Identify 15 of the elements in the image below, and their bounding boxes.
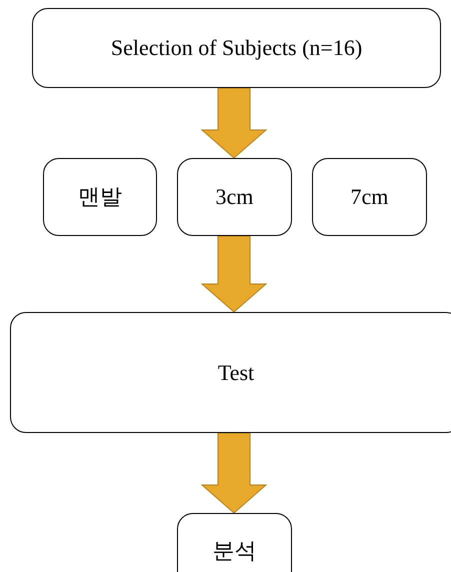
- block-arrow: [200, 236, 268, 313]
- box-label: 맨발: [78, 183, 122, 211]
- process-box: [312, 158, 427, 236]
- process-box: [177, 513, 292, 572]
- box-label: 3cm: [216, 184, 254, 210]
- block-arrow: [200, 88, 268, 159]
- box-label: Test: [218, 360, 254, 386]
- process-box: [43, 158, 157, 236]
- process-box: [10, 312, 451, 433]
- box-label: 분석: [212, 536, 256, 564]
- process-box: [177, 158, 292, 236]
- block-arrow: [200, 432, 268, 514]
- box-label: Selection of Subjects (n=16): [110, 35, 362, 61]
- box-label: 7cm: [350, 184, 388, 210]
- process-box: [32, 8, 441, 88]
